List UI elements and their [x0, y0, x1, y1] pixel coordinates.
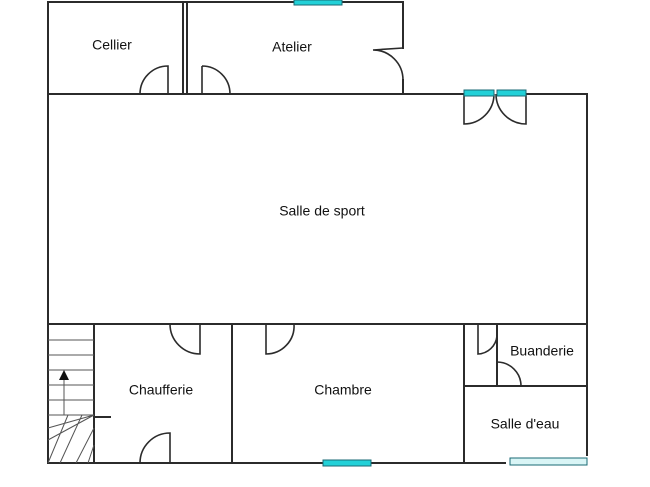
room-label-salle-de-sport: Salle de sport: [279, 203, 365, 219]
wall-cellier-atelier-outline: [47, 1, 404, 93]
door-swing-icon: [477, 324, 498, 355]
room-label-atelier: Atelier: [272, 39, 312, 55]
room-label-cellier: Cellier: [92, 37, 132, 53]
arrow-up-icon: [59, 370, 69, 380]
door-swing-icon: [463, 93, 495, 125]
window-icon: [293, 0, 343, 6]
window-icon: [496, 89, 527, 97]
wall-cellier-atelier-divider: [182, 1, 188, 95]
room-label-chambre: Chambre: [314, 382, 372, 398]
door-swing-icon: [139, 432, 171, 464]
door-swing-icon: [495, 93, 527, 125]
room-label-chaufferie: Chaufferie: [129, 382, 194, 398]
stair-winders: [47, 414, 95, 464]
door-swing-icon: [265, 323, 295, 355]
door-swing-icon: [139, 65, 169, 95]
door-swing-icon: [169, 323, 201, 355]
door-swing-icon: [372, 47, 404, 81]
windows: [293, 0, 588, 467]
stair-steps: [48, 339, 94, 401]
door-swing-icon: [496, 361, 522, 387]
doors: [139, 47, 527, 464]
walls: [47, 1, 588, 464]
door-swing-icon: [201, 65, 231, 95]
window-icon: [509, 457, 588, 466]
window-icon: [463, 89, 495, 97]
room-label-salle-d-eau: Salle d'eau: [491, 416, 560, 432]
window-icon: [322, 459, 372, 467]
staircase: [47, 339, 95, 464]
room-labels: Cellier Atelier Salle de sport Chaufferi…: [92, 37, 574, 432]
room-label-buanderie: Buanderie: [510, 343, 574, 359]
